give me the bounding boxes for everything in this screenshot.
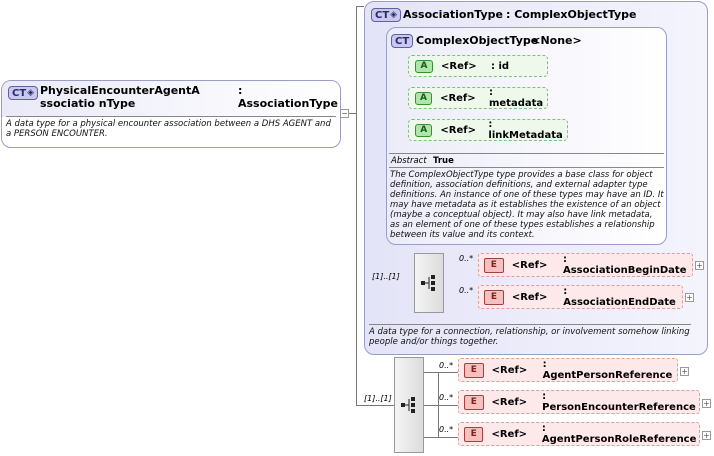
element-associationenddate[interactable]: E <Ref> : AssociationEndDate (478, 285, 683, 309)
elem-multiplicity: 0..* (459, 254, 474, 263)
attribute-ref: <Ref> (440, 124, 476, 136)
abstract-value: True (433, 156, 454, 166)
connector-root-elem-1 (424, 372, 458, 373)
element-name: : AgentPersonRoleReference (541, 423, 697, 445)
elem-multiplicity: 0..* (439, 393, 454, 402)
elem-multiplicity: 0..* (459, 286, 474, 295)
element-ref: <Ref> (491, 428, 528, 440)
abstract-label: Abstract (391, 156, 427, 166)
attribute-linkmetadata[interactable]: A <Ref> : linkMetadata (408, 119, 568, 141)
expand-toggle[interactable]: + (702, 431, 711, 440)
root-complex-type[interactable]: CT◈ PhysicalEncounterAgentAssociatio nTy… (1, 80, 341, 148)
root-seq-multiplicity: [1]..[1] (364, 394, 392, 403)
attribute-id[interactable]: A <Ref> : id (408, 55, 548, 77)
sequence-icon (401, 397, 415, 413)
inner-divider (389, 153, 664, 154)
attribute-metadata[interactable]: A <Ref> : metadata (408, 87, 548, 109)
base-seq-multiplicity: [1]..[1] (372, 272, 400, 281)
element-ref: <Ref> (511, 259, 548, 271)
element-name: : AssociationEndDate (563, 286, 676, 308)
root-name: PhysicalEncounterAgentAssociatio nType (40, 84, 200, 110)
expand-toggle[interactable]: + (695, 261, 704, 270)
element-name: : PersonEncounterReference (542, 391, 696, 413)
elem-multiplicity: 0..* (439, 425, 454, 434)
attribute-name: : linkMetadata (488, 119, 563, 141)
base-divider (369, 324, 691, 325)
element-agentpersonrolereference[interactable]: E <Ref> : AgentPersonRoleReference (458, 422, 700, 446)
element-icon: E (464, 426, 484, 442)
element-name: : AgentPersonReference (542, 359, 673, 381)
root-header (2, 81, 340, 117)
element-associationbegindate[interactable]: E <Ref> : AssociationBeginDate (478, 253, 693, 277)
inner-divider-2 (389, 167, 664, 168)
connector-root-elem-3 (424, 437, 458, 438)
inner-complex-type[interactable]: CT ComplexObjectType : <None> A <Ref> : … (386, 27, 667, 245)
root-collapse-toggle[interactable]: − (340, 109, 349, 118)
base-doc: A data type for a connection, relationsh… (369, 327, 690, 347)
base-name: AssociationType (403, 8, 503, 21)
expand-toggle[interactable]: + (680, 367, 689, 376)
inner-type: : <None> (523, 34, 582, 47)
attribute-name: : metadata (488, 87, 544, 109)
elem-multiplicity: 0..* (439, 361, 454, 370)
attribute-ref: <Ref> (441, 60, 477, 72)
base-sequence-compositor[interactable] (414, 253, 444, 313)
element-icon: E (464, 394, 484, 410)
element-name: : AssociationBeginDate (562, 254, 687, 276)
root-sequence-compositor[interactable] (394, 357, 424, 453)
element-personencounterreference[interactable]: E <Ref> : PersonEncounterReference (458, 390, 700, 414)
root-doc: A data type for a physical encounter ass… (6, 119, 331, 139)
attribute-ref: <Ref> (440, 92, 476, 104)
attribute-icon: A (415, 91, 433, 105)
ct-icon: CT◈ (8, 86, 39, 100)
attribute-icon: A (415, 59, 433, 73)
root-divider (6, 116, 336, 117)
element-ref: <Ref> (491, 364, 528, 376)
connector-vertical-main (356, 6, 357, 406)
sequence-icon (421, 275, 435, 291)
element-ref: <Ref> (491, 396, 528, 408)
base-type: : ComplexObjectType (506, 8, 637, 21)
ct-icon: CT (391, 34, 414, 48)
ct-icon: CT◈ (371, 8, 402, 22)
attribute-icon: A (415, 123, 433, 137)
expand-toggle[interactable]: + (702, 399, 711, 408)
element-icon: E (484, 289, 504, 305)
element-ref: <Ref> (511, 291, 548, 303)
connector-root-elem-2 (424, 405, 458, 406)
attribute-name: : id (491, 60, 510, 72)
element-agentpersonreference[interactable]: E <Ref> : AgentPersonReference (458, 358, 678, 382)
root-type: : AssociationType (238, 84, 338, 110)
inner-name: ComplexObjectType (416, 34, 539, 47)
expand-toggle[interactable]: + (685, 293, 694, 302)
connector-to-base (356, 6, 364, 7)
inner-doc: The ComplexObjectType type provides a ba… (390, 170, 664, 240)
element-icon: E (464, 362, 484, 378)
element-icon: E (484, 257, 504, 273)
connector-to-root-seq (356, 405, 394, 406)
